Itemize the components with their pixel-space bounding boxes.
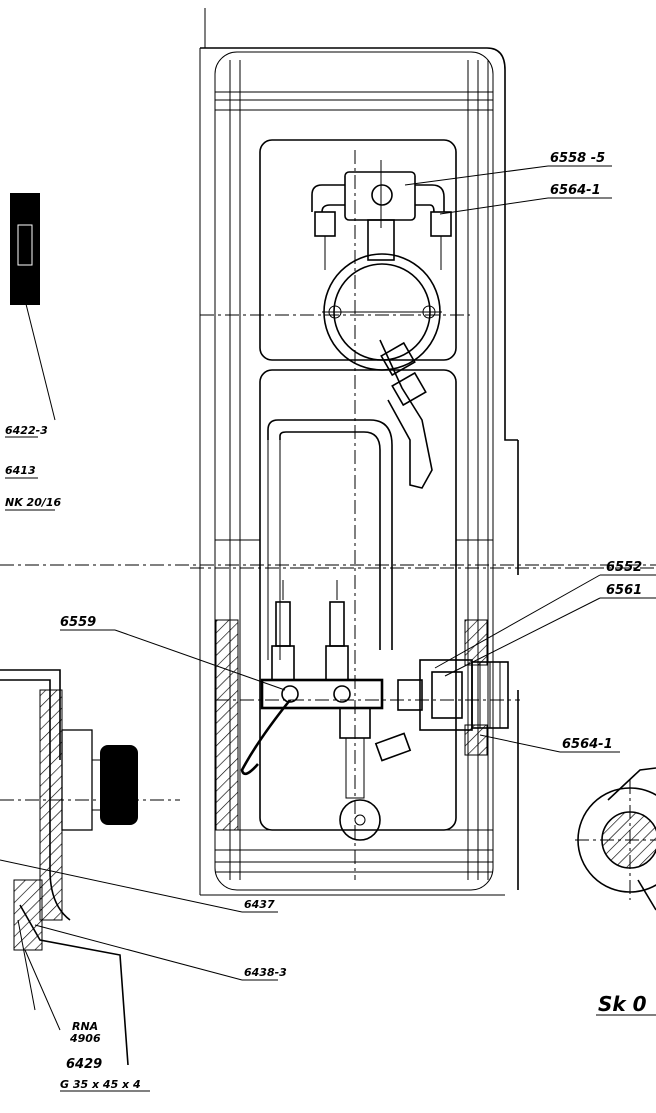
center-lines [50, 150, 656, 880]
distributor-block-lower [240, 580, 509, 841]
left-partial-view [0, 193, 180, 1066]
label-6558-5: 6558 -5 [550, 151, 605, 166]
label-nk-20-16: NK 20/16 [5, 496, 62, 509]
label-6561: 6561 [606, 583, 642, 598]
leader-lines [0, 165, 656, 1092]
section-view-sk [575, 767, 656, 911]
label-sk: Sk 0 [598, 992, 647, 1016]
label-6429: 6429 [66, 1057, 102, 1072]
distributor-block-top [311, 160, 452, 270]
hatched-walls [215, 619, 488, 831]
oil-pipe [267, 419, 393, 660]
label-6559: 6559 [60, 615, 96, 630]
label-6438-3: 6438-3 [244, 966, 287, 979]
label-6552: 6552 [606, 560, 642, 575]
label-6413: 6413 [5, 464, 36, 477]
label-rna: RNA [72, 1020, 98, 1033]
label-6564-1-top: 6564-1 [550, 183, 601, 198]
label-6422-3: 6422-3 [5, 424, 48, 437]
label-g35: G 35 x 45 x 4 [60, 1078, 141, 1091]
label-6437: 6437 [244, 898, 275, 911]
pump-flange [322, 253, 442, 489]
label-6564-1-bottom: 6564-1 [562, 737, 613, 752]
label-4906: 4906 [69, 1032, 101, 1045]
